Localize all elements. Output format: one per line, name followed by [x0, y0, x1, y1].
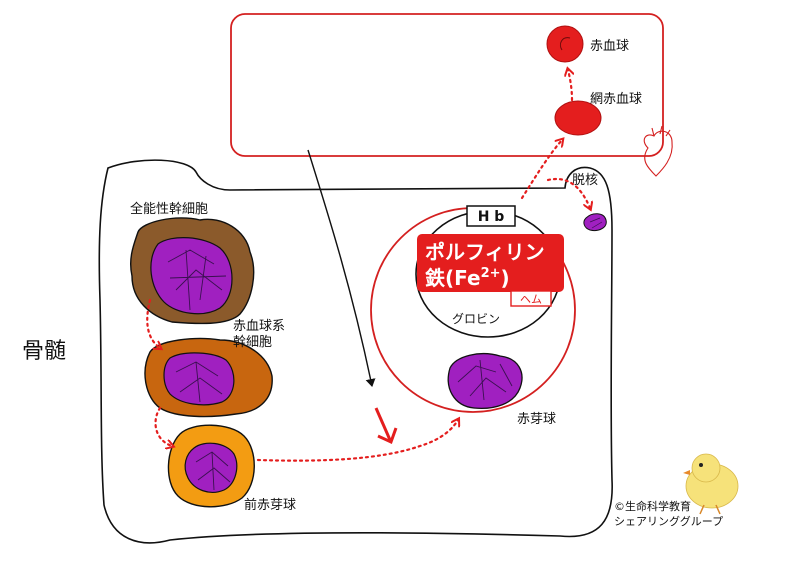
arrow-pro-to-erythroblast	[256, 420, 458, 462]
bone-marrow-outline	[98, 159, 613, 544]
arrow-to-extruded-nucleus	[546, 177, 590, 208]
iron-label: 鉄(Fe2+)	[425, 266, 510, 290]
erythroblast-label: 赤芽球	[517, 412, 556, 427]
hsc-label: 全能性幹細胞	[130, 201, 208, 217]
arrow-hsc-to-stem	[146, 298, 160, 348]
credit-line1: ©生命科学教育	[614, 499, 691, 513]
heme-box	[510, 290, 552, 307]
blood-vessel-box	[230, 13, 664, 157]
heart-icon	[643, 125, 673, 177]
heme-label: ヘム	[520, 293, 542, 306]
chick-mascot-icon	[683, 453, 739, 515]
globin-label: グロビン	[452, 312, 500, 326]
hsc-cell	[129, 217, 255, 325]
bone-marrow-label: 骨髄	[22, 339, 66, 364]
reticulocyte-cell	[554, 100, 602, 136]
rbc-label: 赤血球	[590, 39, 629, 54]
arrow-reticulocyte-to-rbc	[568, 70, 572, 102]
hb-label: H b	[478, 209, 505, 225]
erythroid-stem-cell	[144, 337, 273, 418]
proerythroblast-cell	[167, 424, 255, 508]
iron-uptake-arrow	[374, 407, 398, 445]
arrow-stem-to-pro	[154, 406, 172, 446]
erythroblast-nucleus	[447, 353, 523, 410]
iron-flow-arrow	[307, 149, 376, 387]
enucleation-label: 脱核	[572, 173, 598, 188]
proerythroblast-label: 前赤芽球	[244, 497, 296, 513]
porphyrin-iron-block	[417, 234, 564, 292]
extruded-nucleus	[583, 213, 607, 231]
hb-label-box	[466, 205, 516, 227]
credit-line2: シェアリンググループ	[614, 514, 723, 528]
red-blood-cell	[546, 25, 584, 63]
arrow-erythroblast-to-reticulocyte	[520, 140, 562, 200]
erythroid-stem-label-line2: 幹細胞	[233, 334, 272, 350]
reticulocyte-label: 網赤血球	[590, 92, 642, 107]
erythroid-stem-label-line1: 赤血球系	[233, 319, 285, 334]
porphyrin-label: ポルフィリン	[425, 240, 545, 264]
